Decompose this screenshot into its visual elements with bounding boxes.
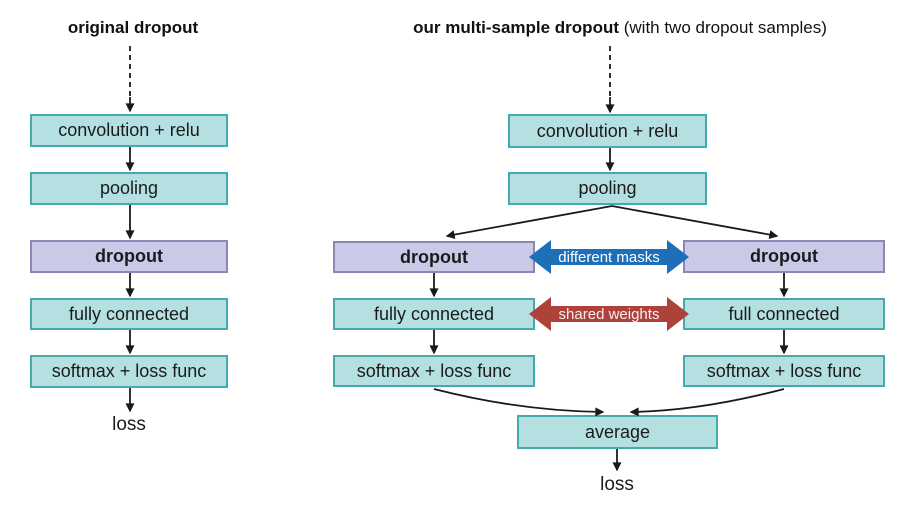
branch-left-box-softmax-loss-func: softmax + loss func bbox=[333, 355, 535, 387]
branch-right-box-dropout: dropout bbox=[683, 240, 885, 273]
left-box-fully-connected: fully connected bbox=[30, 298, 228, 330]
right-diagram-title-rest: (with two dropout samples) bbox=[619, 18, 827, 37]
right-box-convolution-relu: convolution + relu bbox=[508, 114, 707, 148]
branch-left-box-fully-connected: fully connected bbox=[333, 298, 535, 330]
left-box-softmax-loss-func: softmax + loss func bbox=[30, 355, 228, 388]
right-diagram-title-bold: our multi-sample dropout bbox=[413, 18, 619, 37]
left-box-pooling: pooling bbox=[30, 172, 228, 205]
left-loss-label: loss bbox=[112, 414, 146, 435]
left-diagram-title: original dropout bbox=[67, 18, 199, 37]
right-flow-arrows bbox=[429, 46, 789, 472]
branch-left-box-dropout: dropout bbox=[333, 241, 535, 273]
different-masks-label: different masks bbox=[558, 248, 660, 266]
right-loss-label: loss bbox=[600, 474, 634, 495]
split-arrow-right bbox=[611, 205, 779, 240]
branch-right-box-softmax-loss-func: softmax + loss func bbox=[683, 355, 885, 387]
right-box-average: average bbox=[517, 415, 718, 449]
left-box-convolution-relu: convolution + relu bbox=[30, 114, 228, 147]
split-arrow-left bbox=[445, 205, 613, 240]
right-box-pooling: pooling bbox=[508, 172, 707, 205]
shared-weights-arrow-shape bbox=[529, 297, 689, 331]
shared-weights-label: shared weights bbox=[558, 305, 660, 323]
different-masks-arrow-shape bbox=[529, 240, 689, 274]
right-diagram-title: our multi-sample dropout (with two dropo… bbox=[340, 18, 899, 38]
converge-arrow-right bbox=[629, 388, 785, 417]
converge-arrow-left bbox=[433, 388, 605, 417]
left-box-dropout: dropout bbox=[30, 240, 228, 273]
